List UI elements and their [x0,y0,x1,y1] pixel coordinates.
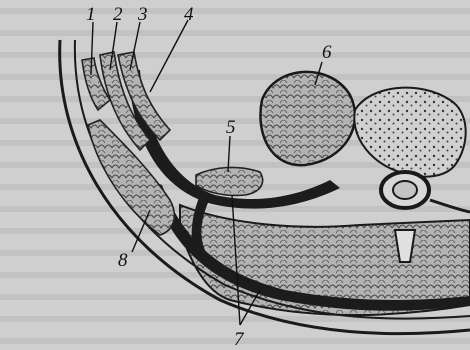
label-2: 2 [113,4,123,25]
label-8: 8 [118,250,128,271]
spinal-cord [393,181,417,199]
label-7: 7 [234,329,245,350]
label-6: 6 [322,42,332,63]
label-3: 3 [137,4,148,25]
label-1: 1 [86,4,96,25]
label-5: 5 [226,117,236,138]
label-4: 4 [184,4,194,25]
